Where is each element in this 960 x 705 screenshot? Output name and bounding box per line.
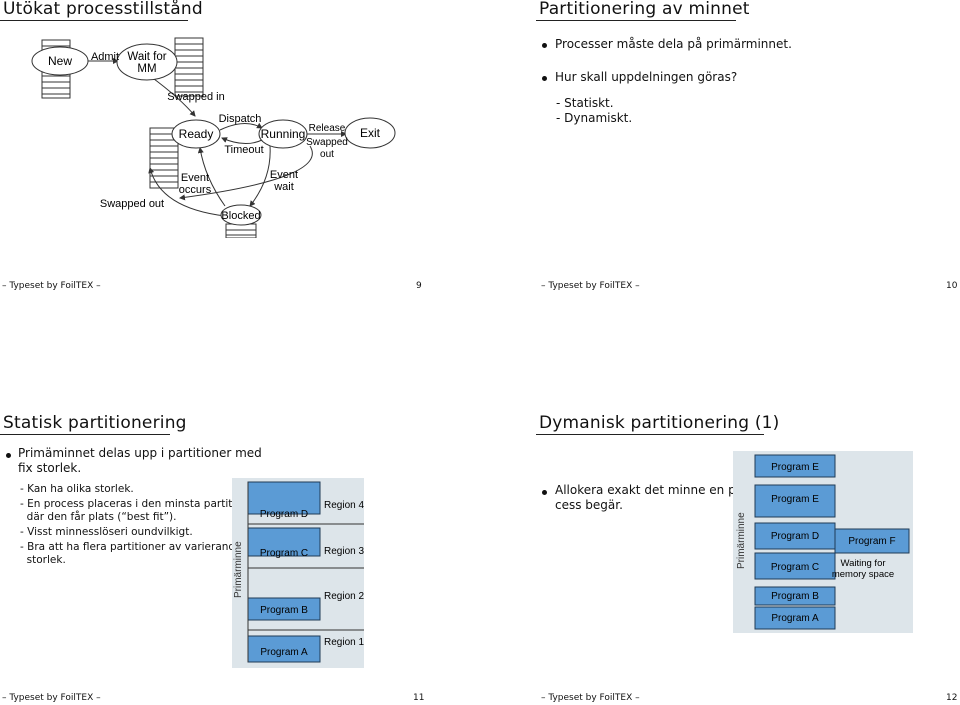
sub-item: - Visst minnesslöseri oundvilkigt. [20,526,193,538]
state-ready [171,119,221,149]
primary-memory-label: Primärminne [736,512,747,569]
title-underline [536,20,736,21]
label-admit: Admit [91,51,119,63]
label-swapped-in: Swapped in [167,91,225,103]
slide-title: Utökat processtillstånd [3,0,203,19]
bullet-text-continued: cess begär. [555,498,623,512]
program-block-a [247,635,321,663]
state-exit-label: Exit [360,126,381,140]
state-wait-mm-label-2: MM [137,63,156,75]
bullet-dot [542,490,547,495]
sub-item: - En process placeras i den minsta parti… [20,498,262,510]
label-swapped-out-1: Swapped [306,137,348,148]
program-label: Program A [260,647,308,658]
sub-item: - Dynamiskt. [556,111,633,125]
bullet-text: Processer måste dela på primärminnet. [555,37,792,51]
program-block-e [754,484,836,518]
page-number: 11 [413,693,425,703]
region-label: Region 3 [324,546,364,557]
bullet-text: Hur skall uppdelningen göras? [555,70,738,84]
label-dispatch: Dispatch [219,113,262,125]
bullet-dot [6,453,11,458]
region-label: Region 2 [324,591,364,602]
process-state-diagram: New Wait for MM Ready Running Exit Block… [31,37,396,238]
title-underline [0,434,170,435]
slide-title: Partitionering av minnet [539,0,750,19]
swapped-out-arrow [148,167,226,217]
swapped-out-running-arrow [179,145,313,201]
slide-footer: – Typeset by FoilTEX – [541,281,640,291]
slide-footer: – Typeset by FoilTEX – [2,693,101,703]
sub-item: - Statiskt. [556,96,614,110]
queue-stack-top [174,37,204,97]
state-exit [344,117,396,149]
label-event-wait-2: wait [273,181,294,193]
program-block-d [247,481,321,515]
slide-footer: – Typeset by FoilTEX – [541,693,640,703]
program-label: Program C [260,548,308,559]
dispatch-arrow [219,122,263,131]
label-swapped-out: Swapped out [100,198,164,210]
slide-title: Statisk partitionering [3,413,187,433]
program-block-f [834,528,910,554]
program-label: Program D [771,531,819,542]
waiting-label-2: memory space [832,569,894,580]
label-swapped-out-2: out [320,149,334,160]
page-number: 12 [946,693,958,703]
sub-item: - Bra att ha flera partitioner av varier… [20,541,242,553]
state-running-label: Running [261,127,306,141]
program-f-label: Program F [848,536,895,547]
bullet-dot [542,76,547,81]
program-label: Program B [260,605,308,616]
program-block-e [754,454,836,478]
page-number: 9 [416,281,422,291]
state-running [258,119,308,149]
program-label: Program E [771,494,819,505]
state-new-label: New [48,54,72,68]
program-block-a [754,606,836,630]
program-label: Program E [771,462,819,473]
title-underline [536,434,764,435]
queue-stack-blocked [225,223,257,238]
timeout-arrow [221,137,263,144]
label-timeout: Timeout [224,144,263,156]
label-event-occurs-1: Event [181,172,209,184]
label-release: Release [309,123,346,134]
bullet-text: Primäminnet delas upp i partitioner med [18,446,262,460]
static-partition-figure: Primärminne Program D Program C Program … [232,478,364,668]
region-label: Region 1 [324,637,364,648]
waiting-label-1: Waiting for [840,558,885,569]
event-wait-arrow [249,145,271,207]
title-underline [0,20,188,21]
bullet-text-continued: fix storlek. [18,461,82,475]
program-label: Program B [771,591,819,602]
program-block-b [754,586,836,606]
state-wait-mm-label-1: Wait for [127,51,166,63]
state-ready-label: Ready [179,127,214,141]
label-event-occurs-2: occurs [179,184,212,196]
sub-item: där den får plats (“best fit”). [20,511,177,523]
state-blocked [220,204,262,226]
state-blocked-label: Blocked [221,210,260,222]
sub-item: - Kan ha olika storlek. [20,483,134,495]
bullet-dot [542,43,547,48]
page-number: 10 [946,281,958,291]
primary-memory-label: Primärminne [233,541,244,598]
label-event-wait-1: Event [270,169,298,181]
slide-footer: – Typeset by FoilTEX – [2,281,101,291]
state-new [31,46,89,76]
region-label: Region 4 [324,500,364,511]
state-wait-for-mm [116,43,178,81]
program-label: Program D [260,509,308,520]
program-block-c [754,552,836,580]
program-label: Program A [771,613,819,624]
sub-item: storlek. [20,554,66,566]
dynamic-partition-figure: Primärminne Program E Program E Program … [733,451,913,633]
program-block-d [754,522,836,550]
bullet-text: Allokera exakt det minne en pro- [555,483,753,497]
program-label: Program C [771,562,819,573]
event-occurs-arrow [197,147,226,207]
slide-title: Dymanisk partitionering (1) [539,413,780,433]
